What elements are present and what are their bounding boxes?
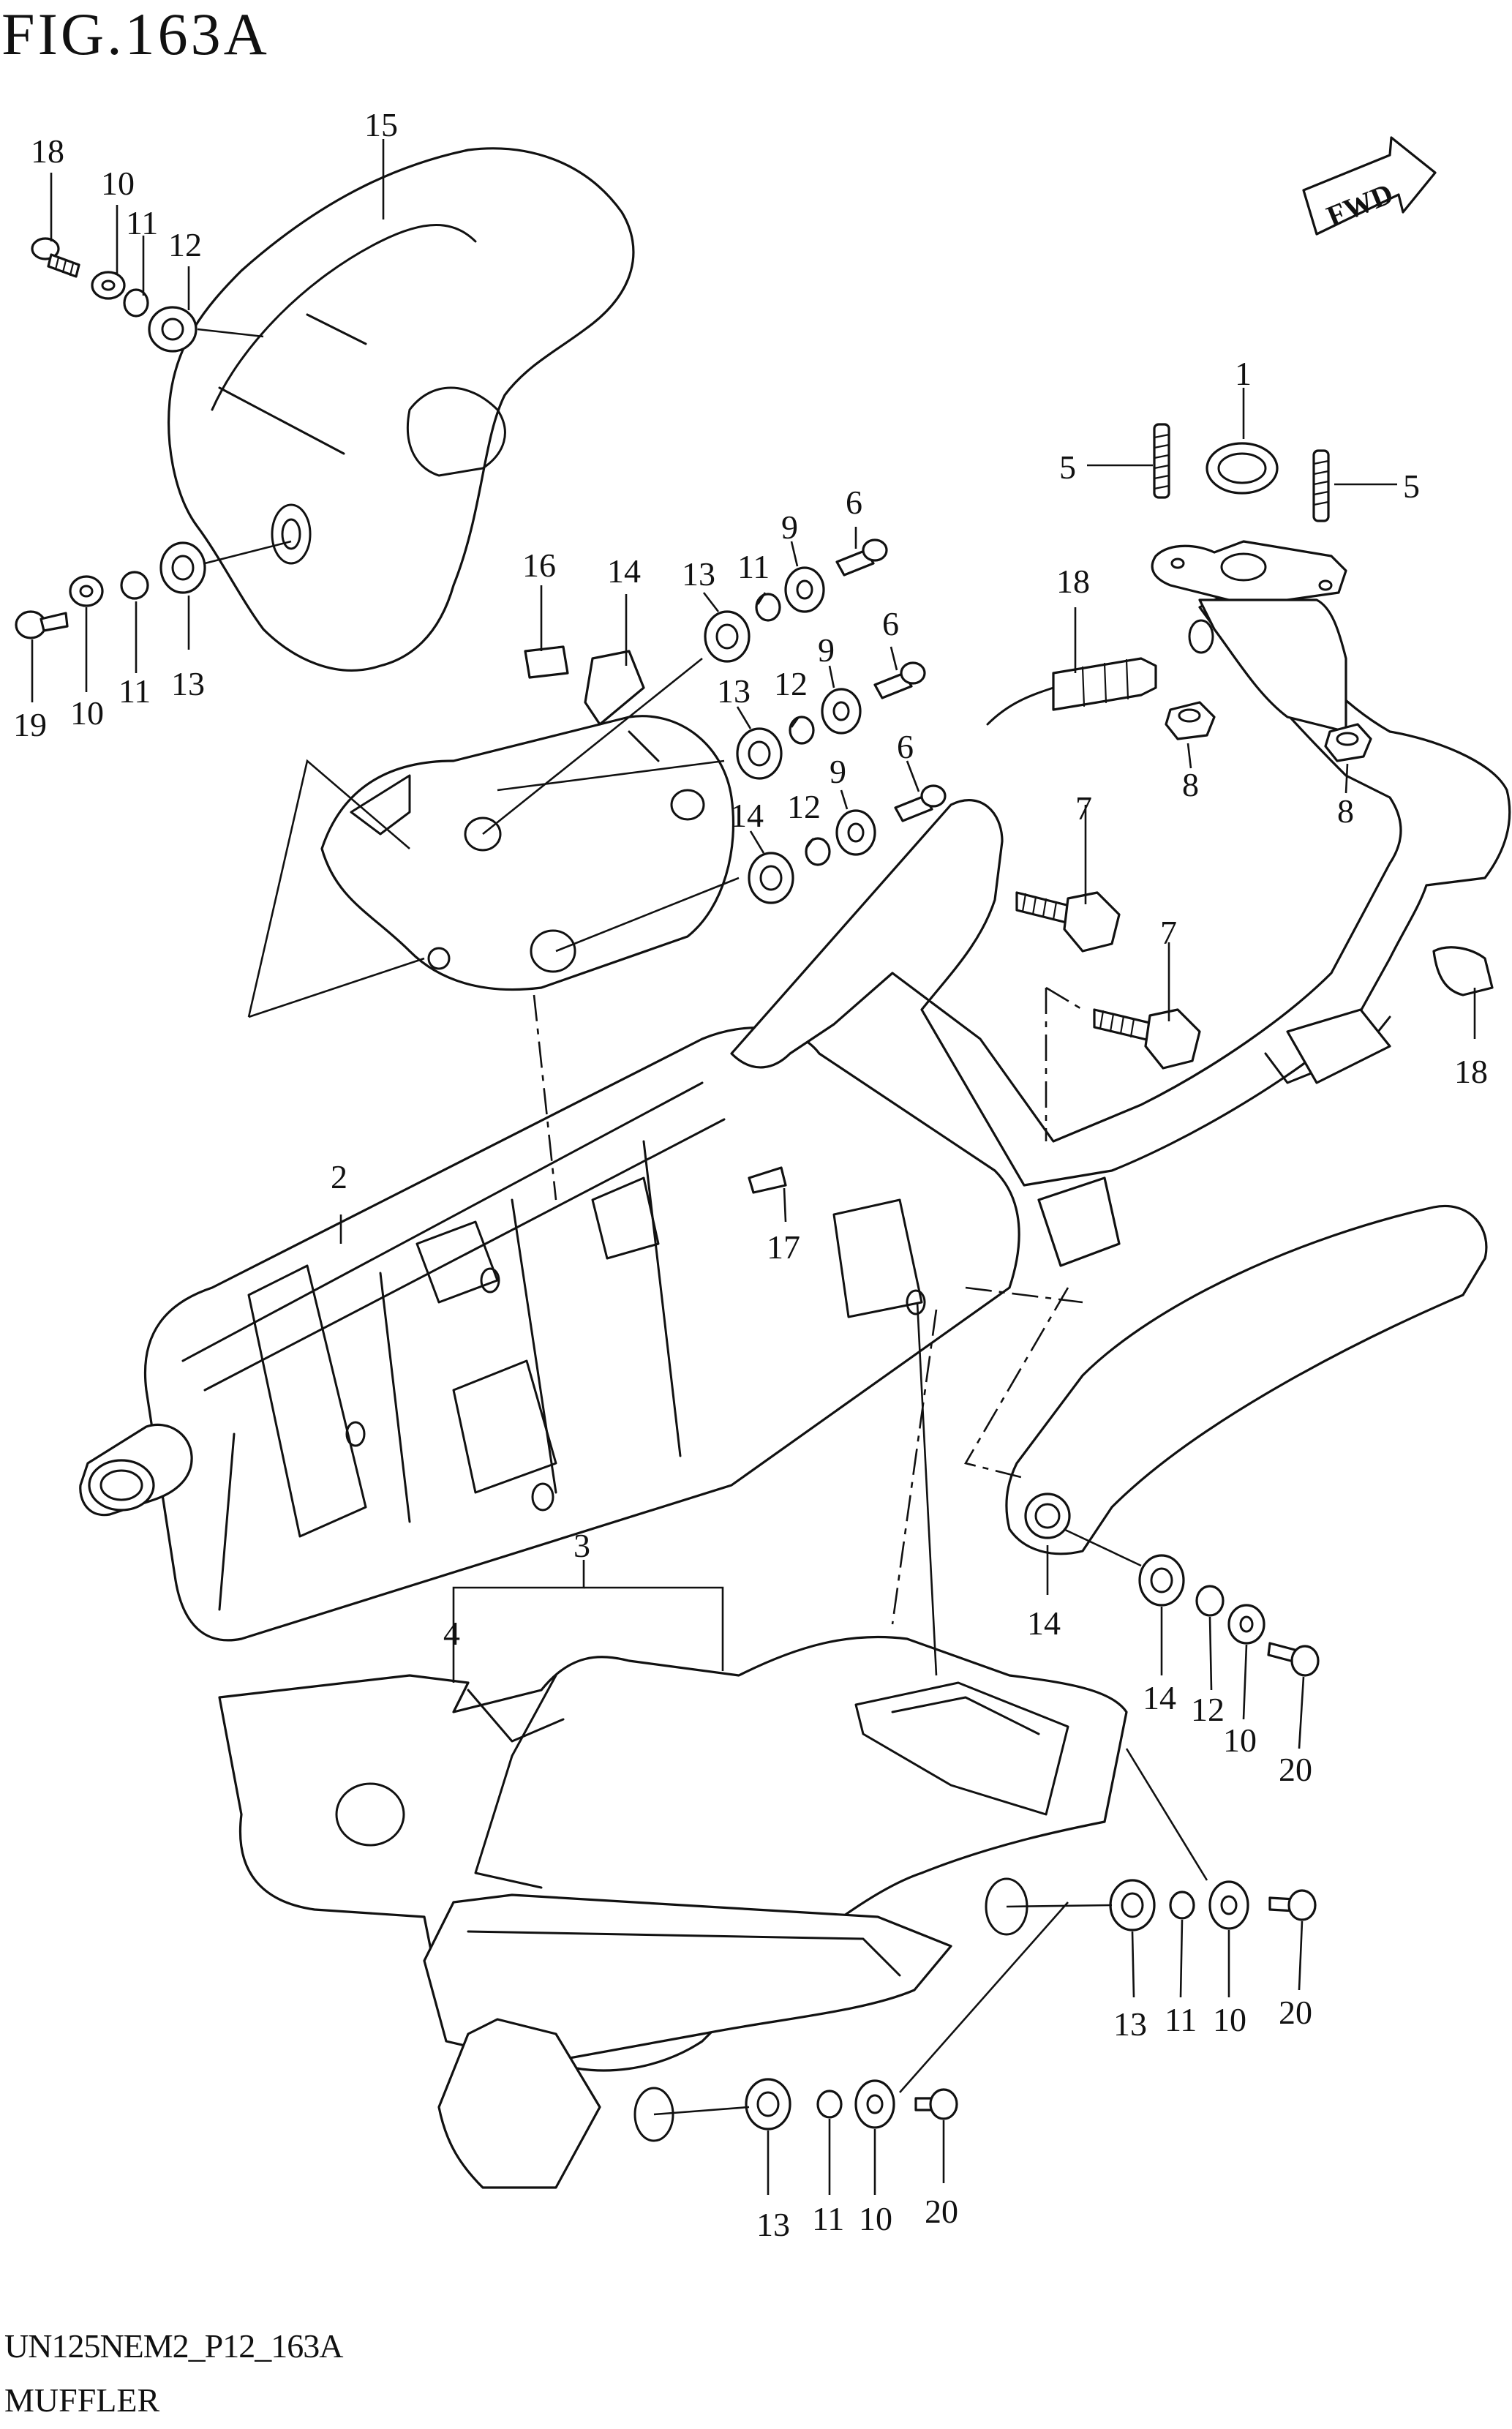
tailpipe [79,1423,193,1517]
callout-18a: 16 [522,547,556,584]
mounting-bolts [1015,891,1201,1070]
callout-13d: 13 [756,2206,790,2243]
callout-21: 20 [1279,1751,1312,1788]
callout-14d: 14 [1143,1679,1176,1716]
callout-18c: 18 [1454,1053,1488,1090]
callout-10b: 10 [70,694,104,732]
callout-8a: 8 [1182,766,1199,803]
callout-11c: 11 [1165,2001,1197,2038]
callout-11a: 11 [126,204,158,241]
assembly-lines [197,328,1208,2116]
exhaust-flange [1151,540,1347,733]
callout-14c: 14 [730,797,764,834]
callout-6c: 6 [897,728,914,765]
diagram-code: UN125NEM2_P12_163A [4,2327,343,2365]
callout-11b: 11 [119,672,151,710]
callout-10a: 10 [101,165,135,202]
callout-7b: 7 [1160,914,1177,951]
callout-13b: 13 [171,665,205,702]
callout-9c: 9 [830,753,846,790]
callout-20c: 20 [1279,1994,1312,2031]
callout-13c: 13 [1113,2005,1147,2043]
callout-12c: 12 [787,788,821,825]
callout-20d: 20 [925,2193,958,2230]
hanger-bracket [1005,1204,1488,1555]
callout-12b: 12 [774,665,808,702]
callout-10d: 10 [1213,2001,1246,2038]
callout-3: 3 [573,1527,590,1564]
callout-labels: 1 2 3 4 5 5 6 6 6 7 7 8 8 9 9 9 10 10 10… [13,106,1488,2243]
hanger-fasteners [1138,1554,1320,1677]
callout-16: 14 [607,552,641,590]
callout-14a: 13 [682,555,715,593]
oxygen-sensor [986,657,1157,726]
callout-18b: 17 [767,1228,800,1266]
callout-9a: 9 [781,508,798,546]
mounting-bracket [320,650,735,991]
callout-20a: 18 [31,132,64,170]
callout-6a: 6 [846,484,862,521]
callout-13a: 12 [168,226,202,263]
callout-12a: 11 [737,548,770,585]
gasket [1206,442,1279,495]
heat-shield-fasteners-mid [15,541,206,639]
fwd-arrow-icon: FWD [1302,136,1437,236]
leader-lines [31,139,1476,2195]
callout-10e: 10 [859,2200,892,2237]
upper-heat-shield [168,147,635,672]
heat-shield-fasteners-upper [31,237,198,353]
figure-title: FIG.163A [1,1,270,67]
flange-nuts [1165,701,1372,762]
callout-10c: 10 [1223,1722,1257,1759]
lower-heat-shield [218,1635,1128,2189]
callout-7a: 7 [1075,789,1092,827]
callout-1: 1 [1235,355,1252,392]
callout-4: 4 [443,1615,460,1652]
callout-19: 18 [1056,563,1090,600]
exhaust-pipe [730,584,1511,1267]
washer-stacks [704,566,876,904]
callout-9b: 9 [818,631,835,669]
callout-8b: 8 [1337,792,1354,830]
callout-15: 14 [1027,1604,1061,1642]
callout-20b: 19 [13,706,47,743]
callout-17: 15 [364,106,398,143]
diagram-caption: MUFFLER [4,2381,160,2419]
callout-5b: 5 [1403,468,1420,505]
clips [524,645,787,1194]
lower-shield-fasteners-right [1109,1879,1317,1931]
callout-6b: 6 [882,605,899,642]
callout-14b: 13 [717,672,751,710]
callout-11d: 11 [812,2200,844,2237]
callout-5a: 5 [1059,448,1076,486]
small-bolts [835,538,947,822]
muffler-body [143,1026,1020,1642]
stud-bolts [1153,423,1330,522]
lower-shield-fasteners-left [745,2078,958,2130]
callout-2: 2 [331,1158,347,1195]
callout-12d: 12 [1191,1691,1225,1728]
